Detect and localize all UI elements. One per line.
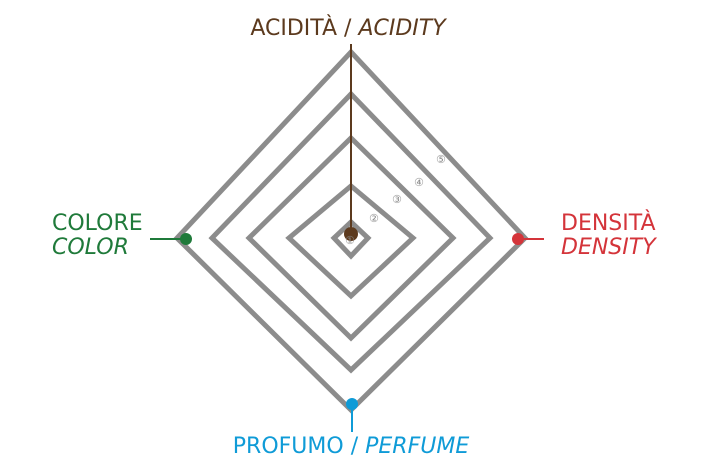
acidity-center-dot <box>344 227 358 241</box>
label-density-en: DENSITY <box>561 235 657 260</box>
label-acidity: ACIDITÀ / ACIDITY <box>250 15 447 41</box>
color-dot <box>180 233 192 245</box>
label-color-en: COLOR <box>52 235 129 260</box>
grid-level-3 <box>245 134 457 342</box>
label-perfume-it: PROFUMO <box>233 434 344 459</box>
perfume-dot <box>346 398 358 410</box>
label-acidity-en: ACIDITY <box>356 16 447 41</box>
label-perfume-sep: / <box>344 434 365 459</box>
scale-mark-2: ② <box>369 212 379 225</box>
label-density-it: DENSITÀ <box>561 210 656 236</box>
label-color: COLORE <box>52 211 143 236</box>
grid-level-1 <box>330 218 372 260</box>
density-dot <box>512 233 524 245</box>
scale-mark-3: ③ <box>392 193 402 206</box>
label-perfume-en: PERFUME <box>365 434 469 459</box>
label-perfume: PROFUMO / PERFUME <box>233 434 470 459</box>
scale-marks: ① ② ③ ④ ⑤ <box>345 153 446 247</box>
label-acidity-sep: / <box>337 16 358 41</box>
label-acidity-it: ACIDITÀ <box>250 15 337 41</box>
label-density: DENSITÀ <box>561 210 656 236</box>
scale-mark-5: ⑤ <box>436 153 446 166</box>
scale-mark-1: ① <box>345 234 355 247</box>
grid-level-4 <box>208 90 494 374</box>
grid-level-2 <box>285 182 417 300</box>
scale-mark-4: ④ <box>414 176 424 189</box>
